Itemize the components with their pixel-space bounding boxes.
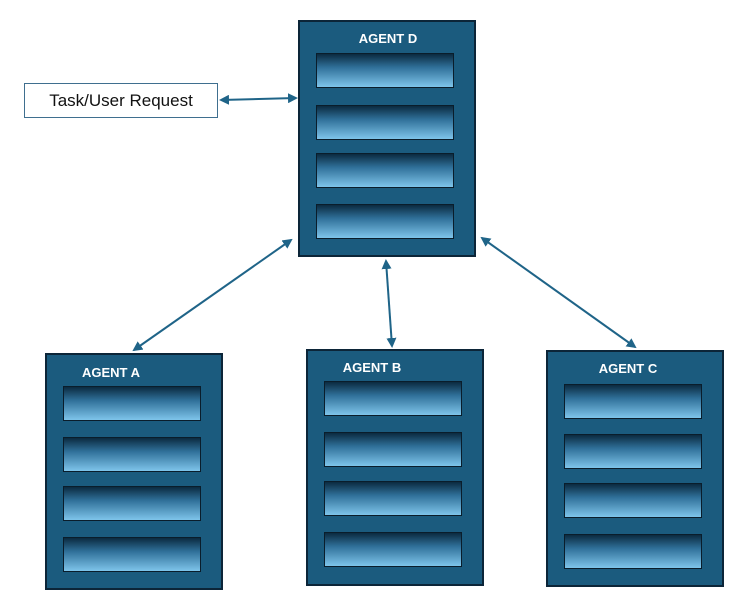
agent-c-slot-4 (564, 534, 702, 569)
agent-c-box: AGENT C (546, 350, 724, 587)
agent-b-slot-3 (324, 481, 462, 516)
agent-d-slot-2 (316, 105, 454, 140)
connector-request-to-agent-d (219, 93, 298, 105)
agent-a-slot-3 (63, 486, 201, 521)
agent-c-slot-1 (564, 384, 702, 419)
agent-b-title: AGENT B (342, 360, 402, 375)
agent-d-box: AGENT D (298, 20, 476, 257)
connector-agent-d-to-agent-b (381, 259, 397, 348)
agent-a-slot-4 (63, 537, 201, 572)
agent-a-box: AGENT A (45, 353, 223, 590)
agent-c-title: AGENT C (598, 361, 658, 376)
task-user-request-label: Task/User Request (49, 90, 193, 110)
agent-d-title: AGENT D (358, 31, 418, 46)
connector-agent-d-to-agent-a (132, 238, 293, 352)
agent-b-slot-4 (324, 532, 462, 567)
agent-a-slot-1 (63, 386, 201, 421)
agent-b-slot-2 (324, 432, 462, 467)
task-user-request-box: Task/User Request (24, 83, 218, 118)
agent-d-slot-1 (316, 53, 454, 88)
agent-d-slot-3 (316, 153, 454, 188)
agent-b-box: AGENT B (306, 349, 484, 586)
agent-c-slot-3 (564, 483, 702, 518)
agent-c-slot-2 (564, 434, 702, 469)
agent-a-slot-2 (63, 437, 201, 472)
connector-agent-d-to-agent-c (480, 236, 637, 349)
agent-d-slot-4 (316, 204, 454, 239)
agent-b-slot-1 (324, 381, 462, 416)
agent-a-title: AGENT A (81, 365, 141, 380)
